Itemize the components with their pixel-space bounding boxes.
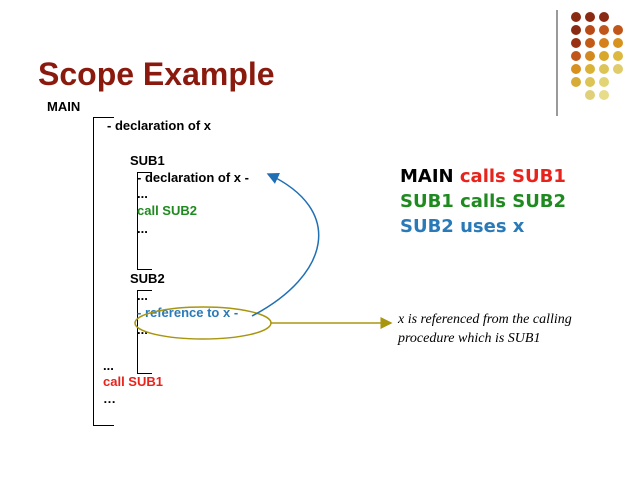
main-scope-bracket <box>93 117 114 426</box>
sub1-declaration: - declaration of x - <box>137 170 249 185</box>
main-label: MAIN <box>47 99 81 114</box>
summary-main: MAIN <box>400 166 454 187</box>
reference-highlight-ellipse <box>134 306 272 340</box>
sub2-label: SUB2 <box>130 271 165 286</box>
sub1-ellipsis-1: ... <box>137 186 148 201</box>
scope-link-arrow <box>251 173 320 317</box>
sub1-call-sub2: call SUB2 <box>137 203 197 218</box>
summary-calls-sub1: calls SUB1 <box>459 166 566 187</box>
explanation-note: x is referenced from the calling procedu… <box>398 312 572 346</box>
sub2-ellipsis-1: ... <box>137 288 148 303</box>
slide-title: Scope Example <box>38 56 275 92</box>
summary-line-1: MAIN calls SUB1 <box>400 166 566 187</box>
sub1-label: SUB1 <box>130 153 165 168</box>
summary-line-2: SUB1 calls SUB2 <box>400 191 567 212</box>
summary-line-3: SUB2 uses x <box>400 216 525 237</box>
sub2-reference-to-x: - reference to x - <box>137 305 239 320</box>
sub2-scope-bracket <box>137 290 152 374</box>
sub1-scope-bracket <box>137 172 152 270</box>
main-ellipsis-2: … <box>103 391 116 406</box>
main-call-sub1: call SUB1 <box>103 374 163 389</box>
vertical-rule <box>556 10 558 116</box>
main-ellipsis: ... <box>103 358 114 373</box>
sub1-ellipsis-2: ... <box>137 221 148 236</box>
sub2-ellipsis-2: ... <box>137 322 148 337</box>
main-declaration: - declaration of x <box>107 118 212 133</box>
